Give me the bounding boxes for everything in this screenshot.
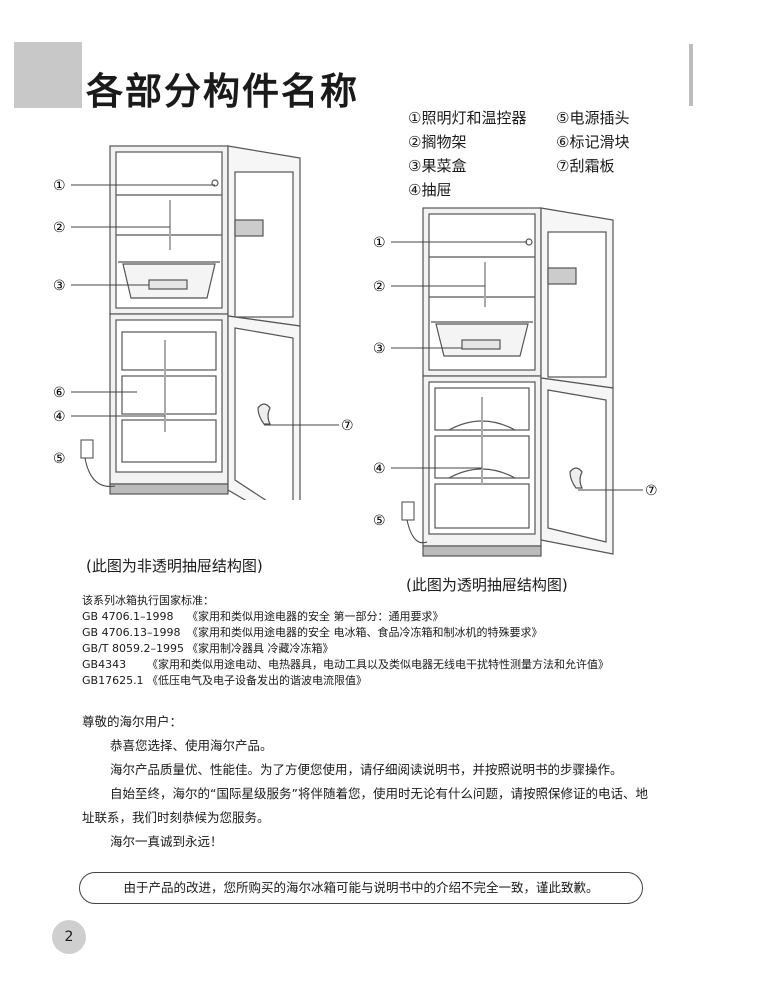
standard-title: 《家用和类似用途电器的安全 第一部分：通用要求》 <box>187 610 444 623</box>
letter-paragraph: 海尔产品质量优、性能佳。为了方便您使用，请仔细阅读说明书，并按照说明书的步骤操作… <box>110 762 623 777</box>
callout-4-label: ④ <box>53 409 66 425</box>
standard-row: GB 4706.13–1998 《家用和类似用途电器的安全 电冰箱、食品冷冻箱和制… <box>82 625 609 641</box>
callout-2-label-right: ② <box>373 279 386 295</box>
callout-1-label: ① <box>53 178 66 194</box>
page-title: 各部分构件名称 <box>86 70 359 113</box>
legend-item-marker-slider: ⑥标记滑块 <box>556 133 630 151</box>
legend-item-crisper: ③果菜盒 <box>408 157 467 175</box>
callout-2-label: ② <box>53 220 66 236</box>
legend-column-1: ①照明灯和温控器 ②搁物架 ③果菜盒 ④抽屉 <box>408 106 526 202</box>
caption-opaque-drawer-diagram: (此图为非透明抽屉结构图) <box>86 557 263 575</box>
letter-paragraph: 自始至终，海尔的“国际星级服务”将伴随着您，使用时无论有什么问题，请按照保修证的… <box>82 786 648 825</box>
legend-item-shelf: ②搁物架 <box>408 133 467 151</box>
standards-intro: 该系列冰箱执行国家标准： <box>82 594 214 607</box>
standard-code: GB/T 8059.2–1995 <box>82 642 184 655</box>
legend-item-drawer: ④抽屉 <box>408 181 452 199</box>
standard-row: GB/T 8059.2–1995《家用制冷器具 冷藏冷冻箱》 <box>82 641 609 657</box>
standard-title: 《家用和类似用途电动、电热器具，电动工具以及类似电器无线电干扰特性测量方法和允许… <box>147 658 609 671</box>
title-block-decoration <box>14 42 82 108</box>
callout-1-label-right: ① <box>373 235 386 251</box>
fridge-illustration-opaque-drawers: ① ② ③ ⑥ ④ ⑤ ⑦ <box>53 145 354 500</box>
callout-7-label: ⑦ <box>341 418 354 434</box>
standard-code: GB 4706.13–1998 <box>82 626 181 639</box>
legend-item-light-thermostat: ①照明灯和温控器 <box>408 109 527 127</box>
user-letter: 尊敬的海尔用户： 恭喜您选择、使用海尔产品。 海尔产品质量优、性能佳。为了方便您… <box>82 710 652 854</box>
standard-title: 《家用和类似用途电器的安全 电冰箱、食品冷冻箱和制冰机的特殊要求》 <box>187 626 543 639</box>
callout-7-label-right: ⑦ <box>645 483 658 499</box>
standard-code: GB17625.1 <box>82 674 144 687</box>
letter-greeting: 尊敬的海尔用户： <box>82 714 183 729</box>
standard-row: GB 4706.1–1998 《家用和类似用途电器的安全 第一部分：通用要求》 <box>82 609 609 625</box>
letter-paragraph: 恭喜您选择、使用海尔产品。 <box>110 738 273 753</box>
fridge-illustration-transparent-drawers: ① ② ③ ④ ⑤ ⑦ <box>373 207 658 557</box>
callout-6-label: ⑥ <box>53 385 66 401</box>
callout-3-label: ③ <box>53 278 66 294</box>
caption-transparent-drawer-diagram: (此图为透明抽屉结构图) <box>406 576 568 594</box>
standard-code: GB 4706.1–1998 <box>82 610 174 623</box>
standards-list: 该系列冰箱执行国家标准： GB 4706.1–1998 《家用和类似用途电器的安全… <box>82 593 609 689</box>
margin-rule <box>689 44 693 106</box>
letter-paragraph: 海尔一真诚到永远！ <box>110 834 223 849</box>
product-change-notice: 由于产品的改进，您所购买的海尔冰箱可能与说明书中的介绍不完全一致，谨此致歉。 <box>79 872 643 904</box>
callout-5-label: ⑤ <box>53 451 66 467</box>
standard-code: GB4343 <box>82 658 127 671</box>
legend-item-scraper: ⑦刮霜板 <box>556 157 615 175</box>
callout-4-label-right: ④ <box>373 461 386 477</box>
legend-item-power-plug: ⑤电源插头 <box>556 109 630 127</box>
callout-5-label-right: ⑤ <box>373 513 386 529</box>
legend-column-2: ⑤电源插头 ⑥标记滑块 ⑦刮霜板 <box>556 106 629 178</box>
standard-title: 《低压电气及电子设备发出的谐波电流限值》 <box>147 674 367 687</box>
standard-row: GB17625.1《低压电气及电子设备发出的谐波电流限值》 <box>82 673 609 689</box>
standard-title: 《家用制冷器具 冷藏冷冻箱》 <box>187 642 334 655</box>
page-number: 2 <box>52 920 86 954</box>
standard-row: GB4343 《家用和类似用途电动、电热器具，电动工具以及类似电器无线电干扰特性测… <box>82 657 609 673</box>
callout-3-label-right: ③ <box>373 341 386 357</box>
